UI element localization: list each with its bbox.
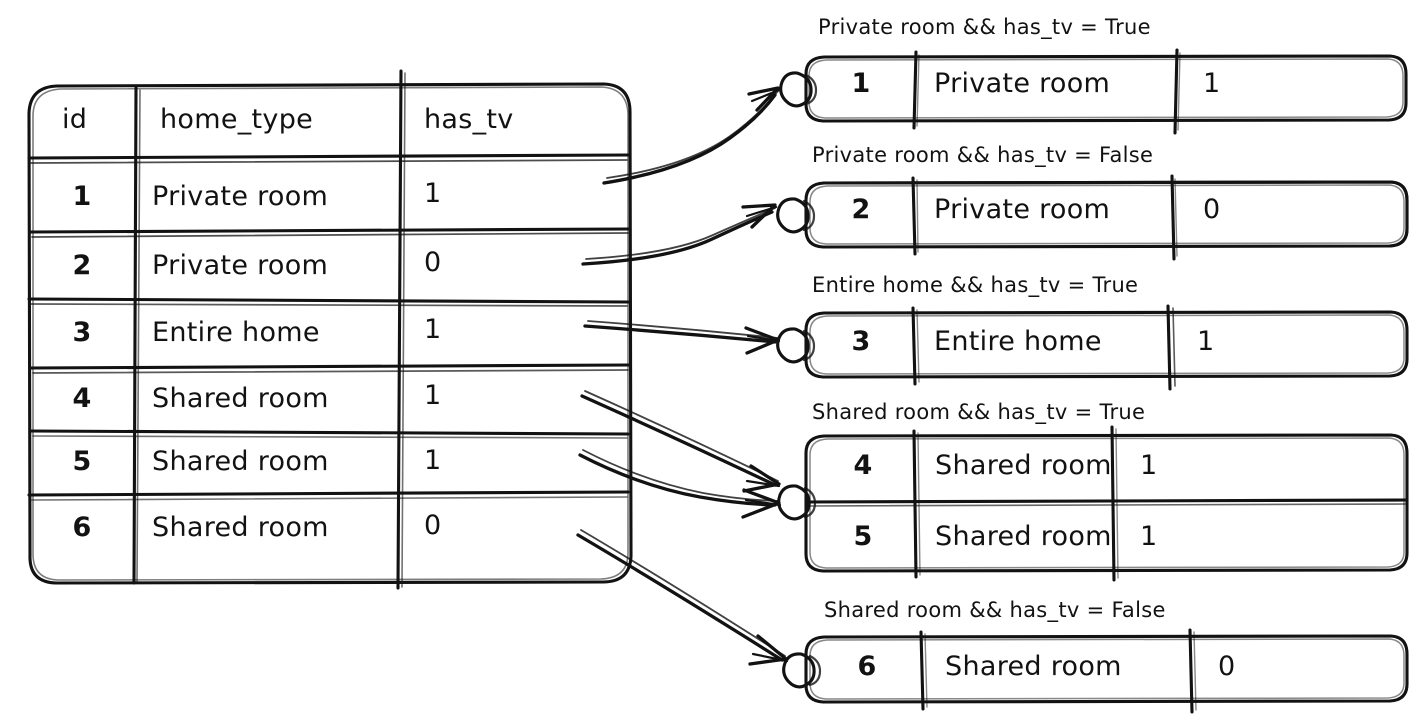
- group-cell-has-tv: 1: [1197, 326, 1215, 357]
- arrow-row-6-to-group-6: [576, 529, 789, 666]
- group-label: Entire home && has_tv = True: [812, 273, 1139, 297]
- group-cell-id: 5: [853, 521, 873, 552]
- group-cell-has-tv: 0: [1203, 194, 1221, 225]
- group-cell-home-type: Shared room: [935, 450, 1112, 481]
- group-cell-id: 4: [853, 450, 873, 481]
- group-box-1-anchor-circle: [779, 71, 818, 108]
- group-box-2-anchor-circle: [776, 197, 816, 234]
- group-cell-id: 1: [851, 68, 871, 99]
- arrow-row-1-to-group-1: [602, 86, 781, 185]
- source-cell-home-type: Shared room: [152, 383, 329, 414]
- source-cell-has-tv: 1: [424, 178, 442, 209]
- group-cell-home-type: Private room: [934, 68, 1111, 99]
- source-cell-has-tv: 0: [424, 510, 442, 541]
- group-label: Shared room && has_tv = True: [812, 400, 1146, 424]
- group-box-3-anchor-circle: [776, 327, 816, 364]
- group-cell-home-type: Shared room: [945, 651, 1122, 682]
- group-cell-home-type: Shared room: [935, 521, 1112, 552]
- source-cell-home-type: Shared room: [152, 446, 329, 477]
- source-cell-id: 5: [72, 446, 92, 477]
- group-cell-has-tv: 1: [1140, 450, 1158, 481]
- group-cell-has-tv: 1: [1203, 68, 1221, 99]
- source-cell-id: 1: [72, 181, 92, 212]
- arrow-row-5-to-group-4: [578, 449, 782, 519]
- group-label: Private room && has_tv = False: [812, 143, 1154, 167]
- group-box-1-border: [804, 48, 1408, 135]
- source-table-row-dividers: [27, 153, 631, 501]
- arrow-row-3-to-group-3: [583, 320, 781, 355]
- group-box-4-border: [804, 425, 1409, 582]
- source-cell-id: 2: [72, 250, 92, 281]
- source-cell-has-tv: 1: [424, 380, 442, 411]
- source-header-home-type: home_type: [160, 104, 314, 135]
- source-cell-home-type: Private room: [152, 250, 329, 281]
- group-cell-home-type: Entire home: [934, 326, 1102, 357]
- group-cell-id: 2: [851, 194, 871, 225]
- group-cell-has-tv: 0: [1218, 651, 1236, 682]
- source-header-id: id: [62, 104, 88, 135]
- source-cell-has-tv: 1: [424, 314, 442, 345]
- group-label: Shared room && has_tv = False: [824, 598, 1166, 622]
- group-cell-has-tv: 1: [1140, 521, 1158, 552]
- source-cell-home-type: Shared room: [152, 512, 329, 543]
- source-header-has-tv: has_tv: [424, 104, 514, 135]
- group-box-3-border: [804, 304, 1409, 391]
- source-cell-has-tv: 1: [424, 445, 442, 476]
- source-cell-has-tv: 0: [424, 247, 442, 278]
- group-cell-id: 3: [851, 326, 871, 357]
- source-cell-home-type: Entire home: [152, 317, 320, 348]
- group-cell-home-type: Private room: [934, 194, 1111, 225]
- arrow-row-2-to-group-2: [581, 203, 778, 266]
- source-cell-home-type: Private room: [152, 181, 329, 212]
- source-cell-id: 6: [72, 512, 92, 543]
- source-cell-id: 3: [72, 317, 92, 348]
- group-box-4-anchor-circle: [777, 484, 817, 521]
- source-cell-id: 4: [72, 383, 92, 414]
- source-table-border: [27, 82, 633, 585]
- group-label: Private room && has_tv = True: [818, 15, 1151, 39]
- group-box-5-border: [804, 628, 1409, 714]
- group-cell-id: 6: [857, 651, 877, 682]
- group-box-2-border: [804, 174, 1409, 261]
- source-table-column-dividers: [132, 69, 406, 590]
- arrow-row-4-to-group-4: [580, 390, 781, 493]
